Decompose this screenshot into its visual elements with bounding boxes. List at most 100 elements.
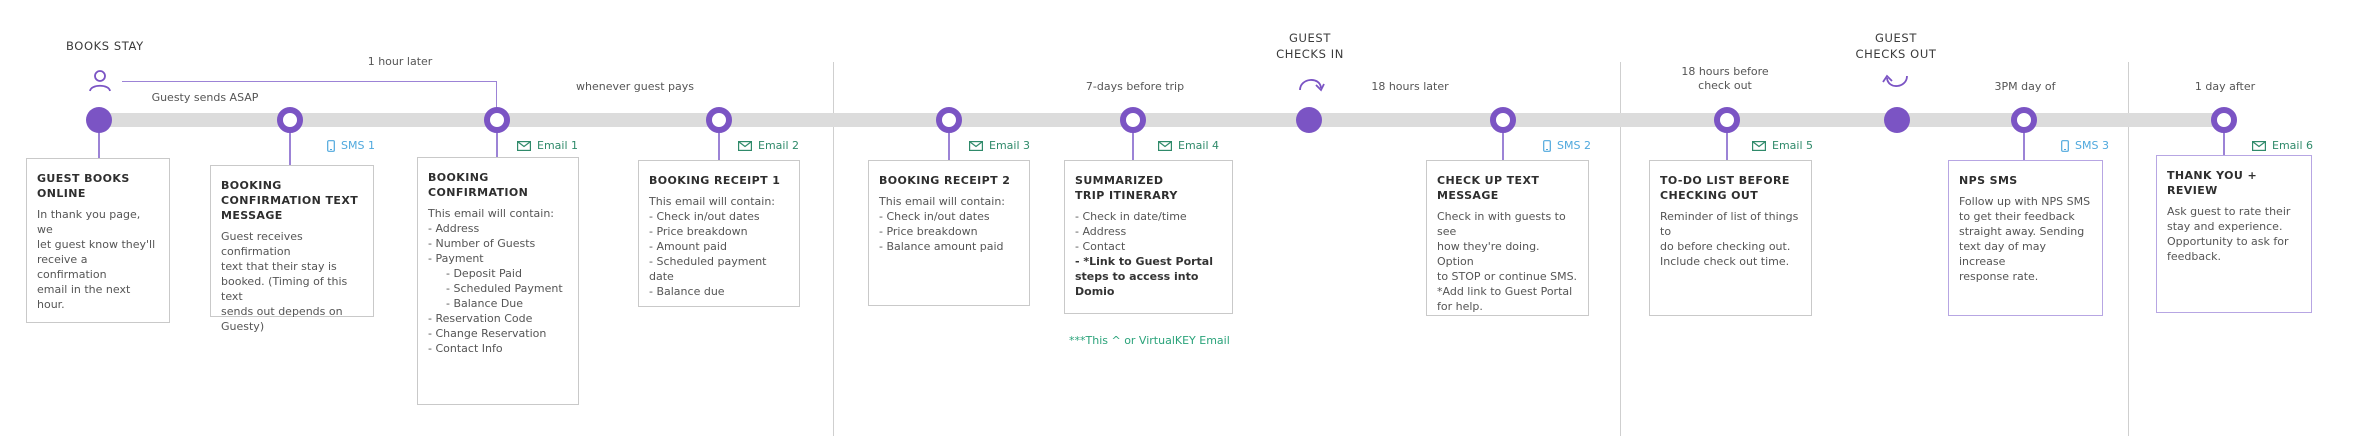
card-text: - Amount paid <box>649 240 727 253</box>
mail-icon <box>2252 141 2266 151</box>
timeline-node-sms2 <box>1490 107 1516 133</box>
card-title: NPS SMS <box>1959 174 2018 187</box>
card-text: - Scheduled Payment <box>446 282 563 295</box>
stem <box>496 130 498 157</box>
check-in-arrow-icon <box>1299 79 1325 92</box>
card-text: do before checking out. <box>1660 240 1791 253</box>
timeline-node-check-out <box>1884 107 1910 133</box>
eighteen-hours-later-label: 18 hours later <box>1371 80 1449 93</box>
card-text: booked. (Timing of this text <box>221 275 348 303</box>
phone-icon <box>2061 140 2069 152</box>
card-text: - Balance due <box>649 285 725 298</box>
phase-divider <box>833 62 834 436</box>
person-icon <box>89 70 111 92</box>
timeline-node-email5 <box>1714 107 1740 133</box>
stem <box>1132 130 1134 160</box>
card-text: In thank you page, we <box>37 208 141 236</box>
card-booking-receipt-2: BOOKING RECEIPT 2 This email will contai… <box>868 160 1030 306</box>
check-out-arrow-icon <box>1882 74 1908 87</box>
one-hour-bracket-tick <box>496 81 497 111</box>
card-text: Include check out time. <box>1660 255 1790 268</box>
card-title: THANK YOU + REVIEW <box>2167 169 2258 197</box>
card-title: BOOKING RECEIPT 2 <box>879 174 1011 187</box>
card-title: BOOKING RECEIPT 1 <box>649 174 781 187</box>
card-text: - Balance Due <box>446 297 524 310</box>
timeline-node-email2 <box>706 107 732 133</box>
card-text: sends out depends on <box>221 305 343 318</box>
card-thank-you-review: THANK YOU + REVIEW Ask guest to rate the… <box>2156 155 2312 313</box>
card-text: let guest know they'll <box>37 238 156 251</box>
stem <box>2023 130 2025 164</box>
one-hour-bracket <box>122 81 497 82</box>
card-text: straight away. Sending <box>1959 225 2085 238</box>
sms3-tag: SMS 3 <box>2061 139 2109 153</box>
card-text: - Reservation Code <box>428 312 533 325</box>
timeline-node-email4 <box>1120 107 1146 133</box>
card-text: - Payment <box>428 252 484 265</box>
mail-icon <box>517 141 531 151</box>
card-text: - Address <box>428 222 480 235</box>
email1-tag: Email 1 <box>517 139 578 153</box>
timeline-node-books-stay <box>86 107 112 133</box>
timeline-node-email6 <box>2211 107 2237 133</box>
card-text: - Deposit Paid <box>446 267 522 280</box>
seven-days-before-label: 7-days before trip <box>1085 80 1185 93</box>
books-stay-label: BOOKS STAY <box>66 39 144 53</box>
card-text: - Check in/out dates <box>879 210 990 223</box>
card-text: - Check in date/time <box>1075 210 1187 223</box>
card-text: - Balance amount paid <box>879 240 1004 253</box>
card-text: - *Link to Guest Portal <box>1075 255 1213 268</box>
email6-tag: Email 6 <box>2252 139 2313 153</box>
card-text: Guest receives confirmation <box>221 230 303 258</box>
card-text: - Address <box>1075 225 1127 238</box>
timeline-node-sms1 <box>277 107 303 133</box>
card-text: - Contact <box>1075 240 1126 253</box>
mail-icon <box>738 141 752 151</box>
email2-tag: Email 2 <box>738 139 799 153</box>
phase-divider <box>2128 62 2129 436</box>
card-text: - Change Reservation <box>428 327 547 340</box>
timeline-track <box>95 113 2225 127</box>
stem <box>98 128 100 158</box>
card-text: - Number of Guests <box>428 237 536 250</box>
mail-icon <box>1752 141 1766 151</box>
card-text: This email will contain: <box>649 195 776 208</box>
card-text: Opportunity to ask for <box>2167 235 2289 248</box>
timeline-node-email3 <box>936 107 962 133</box>
card-text: steps to access into Domio <box>1075 270 1199 298</box>
card-text: text day of may increase <box>1959 240 2047 268</box>
email5-tag: Email 5 <box>1752 139 1813 153</box>
card-text: Follow up with NPS SMS <box>1959 195 2091 208</box>
card-text: Guesty) <box>221 320 265 333</box>
timeline-node-check-in <box>1296 107 1322 133</box>
one-day-after-label: 1 day after <box>2194 80 2256 93</box>
email4-tag: Email 4 <box>1158 139 1219 153</box>
card-text: to STOP or continue SMS. <box>1437 270 1578 283</box>
sms2-tag: SMS 2 <box>1543 139 1591 153</box>
email3-tag: Email 3 <box>969 139 1030 153</box>
card-text: *Add link to Guest Portal <box>1437 285 1573 298</box>
stem <box>289 130 291 165</box>
card-text: This email will contain: <box>879 195 1006 208</box>
one-hour-later-label: 1 hour later <box>367 55 433 68</box>
three-pm-label: 3PM day of <box>1994 80 2056 93</box>
card-text: for help. <box>1437 300 1483 313</box>
card-booking-receipt-1: BOOKING RECEIPT 1 This email will contai… <box>638 160 800 307</box>
card-text: Reminder of list of things to <box>1660 210 1799 238</box>
card-text: stay and experience. <box>2167 220 2283 233</box>
mail-icon <box>969 141 983 151</box>
card-text: how they're doing. Option <box>1437 240 1540 268</box>
card-text: text that their stay is <box>221 260 337 273</box>
mail-icon <box>1158 141 1172 151</box>
